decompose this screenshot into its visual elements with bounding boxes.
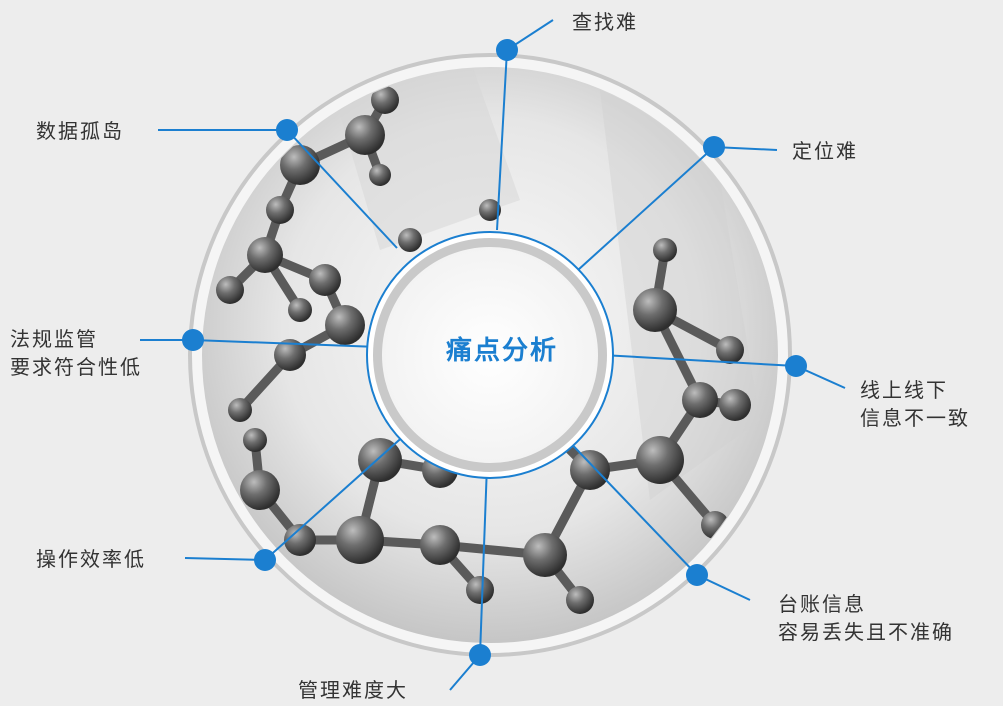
label-line: 要求符合性低 <box>10 355 142 379</box>
label-ledger: 台账信息 容易丢失且不准确 <box>778 590 954 646</box>
label-line: 数据孤岛 <box>36 119 124 143</box>
label-efficiency: 操作效率低 <box>36 545 146 573</box>
label-data-island: 数据孤岛 <box>36 117 124 145</box>
molecule-illustration <box>216 68 760 614</box>
node-dot-search <box>496 39 518 61</box>
node-dot-ledger <box>686 564 708 586</box>
label-line: 法规监管 <box>10 327 98 351</box>
label-line: 操作效率低 <box>36 547 146 571</box>
label-online-offline: 线上线下 信息不一致 <box>860 376 970 432</box>
label-management: 管理难度大 <box>298 676 408 704</box>
label-line: 容易丢失且不准确 <box>778 620 954 644</box>
node-dot-data-island <box>276 119 298 141</box>
node-dot-efficiency <box>254 549 276 571</box>
node-dot-online-offline <box>785 355 807 377</box>
label-compliance: 法规监管 要求符合性低 <box>10 325 142 381</box>
label-locate: 定位难 <box>792 137 858 165</box>
center-title: 痛点分析 <box>445 336 558 366</box>
node-dot-locate <box>703 136 725 158</box>
label-line: 信息不一致 <box>860 406 970 430</box>
label-line: 台账信息 <box>778 592 866 616</box>
node-dot-compliance <box>182 329 204 351</box>
label-line: 管理难度大 <box>298 678 408 702</box>
label-line: 查找难 <box>572 10 638 34</box>
label-search: 查找难 <box>572 8 638 36</box>
label-line: 定位难 <box>792 139 858 163</box>
label-line: 线上线下 <box>860 378 948 402</box>
node-dot-management <box>469 644 491 666</box>
